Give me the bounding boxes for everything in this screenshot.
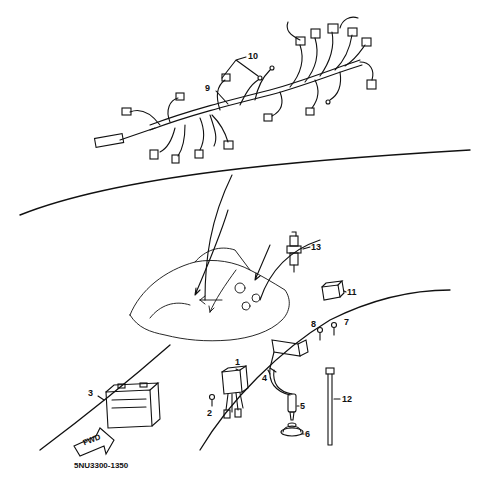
screw — [332, 323, 337, 336]
callout-number: 6 — [305, 430, 310, 439]
plug-cap — [288, 394, 296, 420]
callout-number: 12 — [342, 395, 352, 404]
callout-number: 10 — [248, 52, 258, 61]
callout-number: 8 — [311, 320, 316, 329]
part-code: 5NU3300-1350 — [74, 462, 128, 470]
direction-label: FWD — [82, 433, 102, 447]
ignition-coil — [270, 340, 308, 395]
section-curve — [20, 150, 470, 215]
callout-number: 3 — [88, 389, 93, 398]
section-curve — [200, 290, 450, 450]
fuse-holder — [287, 232, 301, 272]
callout-number: 5 — [300, 402, 305, 411]
leader-arrow — [195, 210, 228, 295]
leader-line — [216, 91, 228, 104]
leader-arrow — [255, 245, 270, 280]
relay — [322, 281, 344, 300]
callout-number: 2 — [207, 409, 212, 418]
callout-number: 11 — [347, 288, 357, 297]
callout-number: 9 — [205, 84, 210, 93]
rubber-cap — [281, 423, 303, 436]
callout-number: 13 — [311, 243, 321, 252]
leader-line — [236, 369, 238, 370]
screw — [318, 328, 323, 341]
callout-number: 1 — [235, 358, 240, 367]
leader-line — [268, 370, 270, 374]
screw — [210, 395, 215, 407]
callout-number: 4 — [262, 374, 267, 383]
leader-line — [334, 398, 340, 399]
section-curve — [40, 345, 170, 450]
battery — [106, 383, 160, 428]
callout-number: 7 — [344, 318, 349, 327]
cdi-unit — [222, 366, 248, 418]
motorcycle-outline — [130, 248, 289, 341]
wire-harness — [95, 17, 376, 163]
leader-line — [344, 291, 346, 292]
leader-line — [98, 396, 104, 400]
leader-line — [303, 247, 310, 249]
cable-strap — [326, 368, 334, 445]
direction-arrow — [74, 428, 114, 456]
